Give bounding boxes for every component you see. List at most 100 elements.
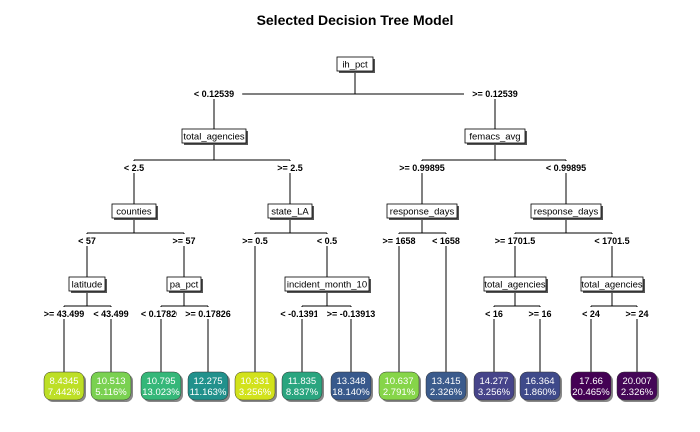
split-label-e-n6-l: >= 1658: [382, 236, 415, 246]
edges-layer: [63, 71, 638, 372]
leaf-box: [281, 371, 323, 401]
leaf-box: [234, 371, 276, 401]
split-label-e-n9-r: >= 0.17826: [185, 309, 231, 319]
split-label-bg: [132, 307, 190, 319]
split-label-bg: [464, 87, 526, 99]
node-box: [181, 128, 247, 144]
split-label-bg: [270, 161, 310, 173]
leaf-box: [43, 371, 85, 401]
split-label-bg: [117, 161, 151, 173]
split-label-bg: [177, 307, 239, 319]
edge-n4: [86, 218, 185, 277]
split-node-n2: total_agencies: [181, 128, 248, 145]
node-box: [464, 128, 526, 144]
leaf-box: [519, 371, 561, 401]
leaf-value: 17.66: [579, 376, 603, 387]
split-node-n3: femacs_avg: [464, 128, 527, 145]
edge-n2: [133, 143, 291, 204]
split-node-n6: response_days: [386, 203, 459, 220]
leaf-value: 16.364: [525, 376, 554, 387]
leaves-layer: 8.43457.442%10.5135.116%10.79513.023%12.…: [43, 371, 659, 402]
edge-n8: [63, 291, 112, 372]
split-node-n5: state_LA: [267, 203, 314, 220]
edge-n10: [301, 291, 352, 372]
edge-root: [213, 71, 496, 129]
node-box: [166, 276, 202, 292]
split-label-bg: [479, 307, 509, 319]
edge-n9: [160, 291, 209, 372]
split-label-e-root-l: < 0.12539: [194, 89, 234, 99]
node-box: [284, 276, 370, 292]
node-label: state_LA: [271, 207, 309, 218]
split-label-e-n4-l: < 57: [78, 236, 96, 246]
leaf-value: 10.637: [384, 376, 413, 387]
leaf-value: 10.795: [146, 376, 175, 387]
split-label-e-n12-r: >= 24: [625, 309, 648, 319]
node-label: femacs_avg: [469, 132, 520, 143]
split-label-e-n11-l: < 16: [485, 309, 503, 319]
node-label: incident_month_10: [287, 280, 367, 291]
split-label-bg: [310, 234, 344, 246]
split-node-n9: pa_pct: [166, 276, 203, 293]
diagram-title: Selected Decision Tree Model: [257, 12, 454, 28]
node-box: [111, 203, 157, 219]
split-label-bg: [576, 307, 606, 319]
split-label-bg: [317, 307, 385, 319]
node-label: total_agencies: [484, 280, 546, 291]
node-label: pa_pct: [170, 280, 199, 291]
edge-n12: [590, 291, 638, 372]
split-label-bg: [72, 234, 102, 246]
leaf-percent: 1.860%: [524, 387, 557, 398]
leaf-percent: 20.465%: [572, 387, 610, 398]
node-box: [386, 203, 458, 219]
split-label-bg: [426, 234, 466, 246]
split-label-bg: [185, 87, 243, 99]
leaf-percent: 3.256%: [239, 387, 272, 398]
split-label-e-n10-l: < -0.13913: [280, 309, 323, 319]
split-label-e-n10-r: >= -0.13913: [327, 309, 376, 319]
split-label-bg: [620, 307, 654, 319]
leaf-box: [330, 371, 372, 401]
split-label-e-n5-l: >= 0.5: [242, 236, 268, 246]
leaf-value: 8.4345: [49, 376, 78, 387]
split-label-bg: [537, 161, 595, 173]
split-label-e-n11-r: >= 16: [528, 309, 551, 319]
node-box: [580, 276, 644, 292]
leaf-box: [140, 371, 182, 401]
leaf-percent: 2.326%: [621, 387, 654, 398]
split-label-bg: [35, 307, 93, 319]
split-label-e-root-r: >= 0.12539: [472, 89, 518, 99]
leaf-percent: 8.837%: [286, 387, 319, 398]
split-label-e-n8-l: >= 43.499: [44, 309, 85, 319]
split-label-bg: [586, 234, 638, 246]
leaf-value: 11.835: [288, 376, 316, 387]
split-node-n7: response_days: [530, 203, 603, 220]
split-label-e-n3-l: >= 0.99895: [399, 163, 445, 173]
leaf-box: [90, 371, 132, 401]
leaf-box: [378, 371, 420, 401]
split-label-e-n6-r: < 1658: [432, 236, 460, 246]
leaf-box: [473, 371, 515, 401]
split-label-e-n4-r: >= 57: [172, 236, 195, 246]
edge-n5: [254, 218, 328, 372]
leaf-percent: 3.256%: [478, 387, 511, 398]
split-label-e-n7-l: >= 1701.5: [495, 236, 536, 246]
leaf-value: 13.348: [336, 376, 365, 387]
leaf-box: [425, 371, 467, 401]
edge-n6: [398, 218, 447, 372]
node-box: [530, 203, 602, 219]
leaf-value: 10.513: [96, 376, 125, 387]
split-label-e-n3-r: < 0.99895: [546, 163, 586, 173]
node-box: [68, 276, 106, 292]
node-label: ih_pct: [342, 60, 368, 71]
edge-n3: [421, 143, 567, 204]
node-label: total_agencies: [581, 280, 643, 291]
